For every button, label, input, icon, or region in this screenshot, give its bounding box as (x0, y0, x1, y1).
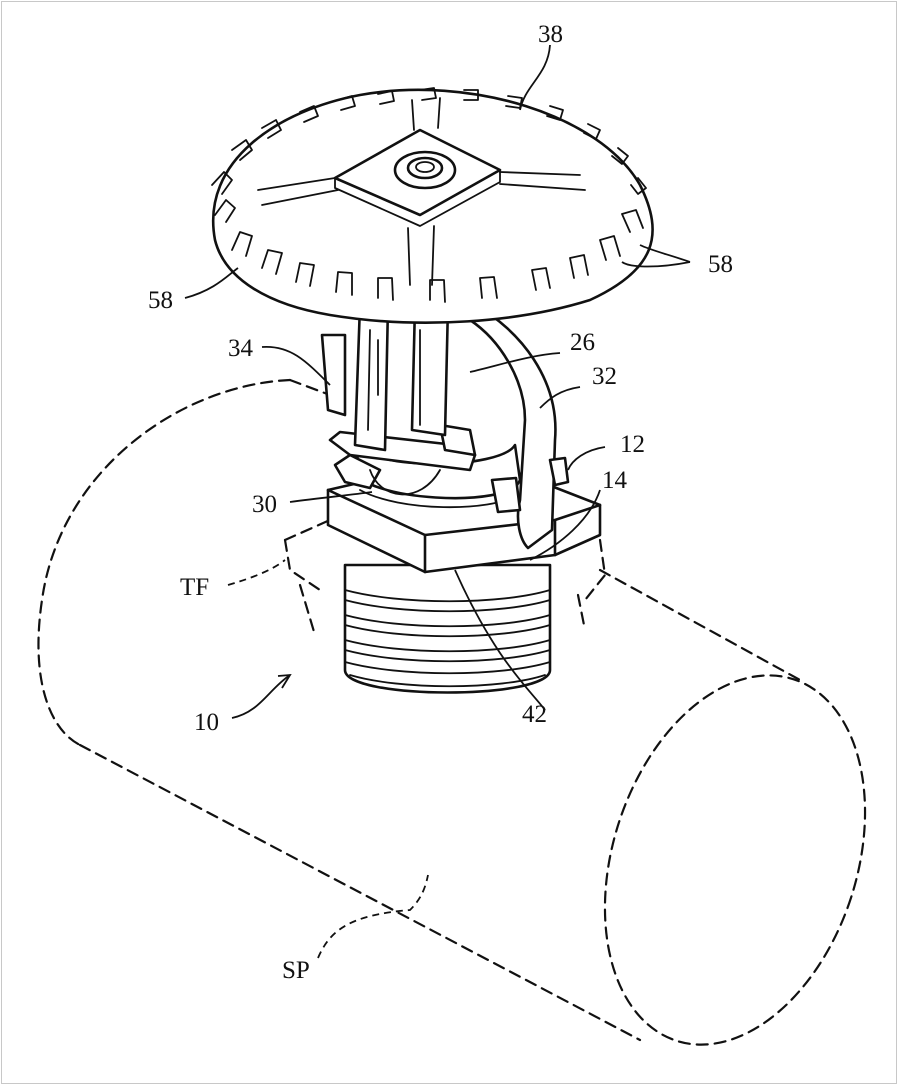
label-SP: SP (282, 957, 310, 984)
label-38: 38 (538, 21, 563, 48)
label-12: 12 (620, 431, 645, 458)
leader-lines (184, 44, 691, 959)
label-32: 32 (592, 363, 617, 390)
label-42: 42 (522, 701, 547, 728)
label-34: 34 (228, 335, 254, 362)
label-10: 10 (194, 709, 219, 736)
threaded-body (343, 563, 552, 694)
supply-pipe (37, 378, 867, 1046)
label-TF: TF (180, 574, 209, 601)
label-14: 14 (602, 467, 628, 494)
frame-arms (320, 303, 570, 550)
label-30: 30 (252, 491, 277, 518)
label-58-right: 58 (708, 251, 733, 278)
label-58-left: 58 (148, 287, 173, 314)
deflector-plate (211, 87, 654, 324)
center-strut (353, 303, 450, 452)
reference-labels: 38 58 58 34 26 32 12 14 30 TF 42 10 SP (148, 21, 733, 984)
label-26: 26 (570, 329, 595, 356)
